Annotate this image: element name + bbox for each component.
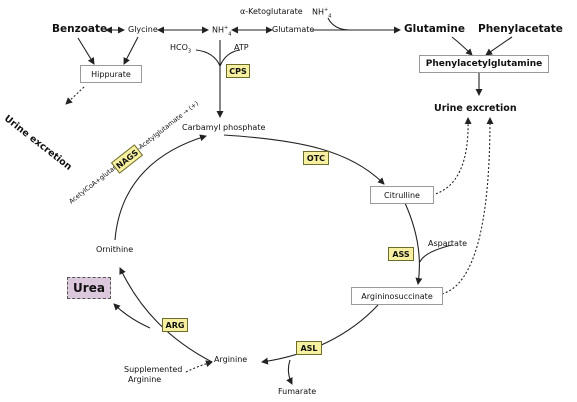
arrow-glutamine-pag: [451, 36, 473, 56]
node-fumarate: Fumarate: [278, 387, 317, 396]
enzyme-otc: OTC: [303, 151, 329, 165]
arrow-hippurate-urine: [65, 86, 85, 105]
arrow-fumarate-out: [286, 359, 293, 385]
enzyme-arg: ARG: [162, 318, 188, 332]
node-glutamate: Glutamate: [272, 25, 315, 34]
node-ammonia-top: NH+4: [312, 7, 332, 20]
cycle-ornithine-to-carbamyl: [114, 134, 207, 241]
node-hippurate: Hippurate: [80, 65, 142, 83]
node-supplemented-arginine-line1: Supplemented: [124, 365, 183, 374]
cycle-asl: [261, 304, 379, 365]
arrow-atp-in: [219, 49, 241, 67]
cycle-otc: [223, 134, 385, 185]
node-arginine: Arginine: [214, 355, 248, 364]
cycle-ass: [404, 202, 423, 285]
node-glutamine: Glutamine: [404, 23, 465, 35]
node-ammonia: NH+4: [212, 25, 232, 38]
node-hco3: HCO3: [170, 43, 192, 55]
arrow-citrulline-urine: [431, 117, 472, 196]
node-atp: ATP: [234, 43, 249, 52]
cycle-arg: [119, 267, 213, 363]
node-supplemented-arginine-line2: Arginine: [128, 375, 162, 384]
arrow-benzoate-hippurate: [77, 37, 95, 65]
arrow-phenylacetate-pag: [485, 36, 513, 56]
arrow-glycine-hippurate: [123, 36, 139, 65]
node-urine-excretion-right: Urine excretion: [434, 103, 517, 114]
arrow-supplemented-arginine: [185, 360, 213, 373]
arrow-arg-urea: [113, 303, 151, 329]
node-ornithine: Ornithine: [96, 245, 134, 254]
node-phenylacetate: Phenylacetate: [478, 23, 563, 35]
node-benzoate: Benzoate: [52, 23, 108, 35]
enzyme-asl: ASL: [296, 341, 322, 355]
node-urea: Urea: [67, 277, 111, 299]
node-aspartate: Aspartate: [428, 239, 468, 248]
arrow-aspartate-in: [419, 244, 453, 263]
node-alpha-ketoglutarate: α-Ketoglutarate: [240, 7, 303, 16]
node-carbamyl-phosphate: Carbamyl phosphate: [182, 123, 266, 132]
arrow-hco3-in: [195, 49, 221, 67]
node-phenylacetylglutamine: Phenylacetylglutamine: [419, 55, 549, 73]
node-glycine: Glycine: [128, 25, 158, 34]
arrow-nh4-to-glutamine: [327, 17, 351, 31]
enzyme-cps: CPS: [226, 64, 250, 78]
node-argininosuccinate: Argininosuccinate: [351, 287, 443, 305]
node-citrulline: Citrulline: [370, 186, 434, 204]
enzyme-ass: ASS: [388, 247, 414, 261]
arrow-asa-urine: [441, 117, 494, 295]
